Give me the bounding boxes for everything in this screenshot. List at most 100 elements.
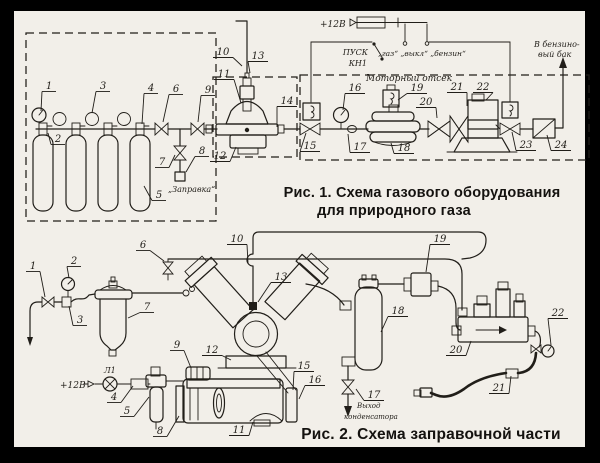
part-label: 1 bbox=[30, 261, 36, 272]
paper bbox=[14, 11, 585, 447]
part-label-leader bbox=[485, 92, 494, 101]
part-label-leader bbox=[229, 146, 237, 162]
part-label: 18 bbox=[392, 306, 405, 317]
part-label: 3 bbox=[77, 315, 83, 326]
annotation-text: вый бак bbox=[538, 50, 572, 59]
fig1-caption-line2: для природного газа bbox=[317, 203, 471, 219]
flow-arrow bbox=[499, 326, 507, 334]
part-label: 11 bbox=[218, 69, 231, 80]
annotation-text: „газ“ „выкл“ „бензин“ bbox=[378, 49, 466, 58]
part-label-leader bbox=[166, 415, 180, 437]
part-label-leader bbox=[221, 355, 232, 361]
part-label-leader bbox=[68, 305, 74, 326]
cylinder-pressure-gauge bbox=[31, 107, 47, 124]
part-label: 8 bbox=[199, 146, 205, 157]
part-label: 19 bbox=[411, 83, 424, 94]
part-label: 15 bbox=[298, 361, 311, 372]
part-label: 21 bbox=[492, 383, 506, 394]
filling-gauge-22 bbox=[541, 344, 555, 358]
part-label-leader bbox=[511, 131, 517, 151]
figure2-filling-station-schematic: Рис. 2. Схема заправочной части 12345678… bbox=[26, 231, 568, 443]
wire-to-petrol-solenoid bbox=[428, 41, 511, 103]
part-label-leader bbox=[248, 421, 254, 436]
part-label-leader bbox=[546, 134, 552, 151]
filling-unit-20 bbox=[457, 281, 536, 343]
annotation-text: ПУСК bbox=[342, 48, 369, 57]
part-label: 20 bbox=[449, 345, 463, 356]
part-label: 17 bbox=[354, 142, 367, 153]
part-label: 12 bbox=[214, 151, 227, 162]
shutoff-valve-6 bbox=[154, 121, 169, 137]
electric-circuit bbox=[310, 16, 511, 103]
part-label-leader bbox=[197, 95, 202, 123]
part-label: 22 bbox=[551, 308, 565, 319]
part-label-leader bbox=[465, 340, 472, 356]
carburetor-engine-21-22 bbox=[446, 93, 518, 153]
part-label-leader bbox=[547, 318, 552, 346]
dosing-solenoid-19 bbox=[382, 84, 400, 108]
annotation-text: +12В bbox=[60, 381, 86, 391]
part-label-leader bbox=[355, 388, 365, 401]
part-label: 7 bbox=[159, 157, 166, 168]
outlet-line bbox=[534, 330, 542, 348]
filter-7 bbox=[94, 276, 133, 357]
part-label: 18 bbox=[398, 143, 411, 154]
part-label: 9 bbox=[174, 340, 181, 351]
part-label: 23 bbox=[519, 140, 533, 151]
pressure-gauge-2 bbox=[60, 276, 76, 298]
part-label: 6 bbox=[140, 240, 147, 251]
part-label: 20 bbox=[419, 97, 433, 108]
part-label-leader bbox=[233, 79, 242, 104]
head-outlet-line bbox=[305, 283, 345, 306]
main-valve-9 bbox=[190, 121, 205, 137]
unit-inlet-fitting bbox=[451, 325, 462, 336]
part-label: 9 bbox=[205, 85, 212, 96]
annotation-text: В бензино- bbox=[533, 40, 580, 49]
part-label: 14 bbox=[281, 96, 294, 107]
part-label-leader bbox=[183, 350, 192, 369]
part-label: 2 bbox=[70, 256, 77, 267]
fig2-caption: Рис. 2. Схема заправочной части bbox=[301, 426, 561, 443]
part-label-leader bbox=[298, 385, 306, 400]
part-label-leader bbox=[390, 142, 395, 154]
part-label: 2 bbox=[54, 134, 61, 145]
part-label: 5 bbox=[156, 190, 162, 201]
part-label-leader bbox=[149, 250, 165, 262]
part-label-leader bbox=[397, 93, 408, 101]
part-label-leader bbox=[257, 282, 272, 303]
part-label: 13 bbox=[252, 51, 265, 62]
line-fitting-17 bbox=[347, 125, 357, 133]
wire-to-gas-solenoid bbox=[310, 41, 373, 103]
part-label-leader bbox=[47, 132, 52, 145]
intake-fitting bbox=[182, 289, 190, 297]
part-label-leader bbox=[292, 371, 295, 391]
pressure-gauge-16 bbox=[332, 106, 350, 130]
head-fitting-13 bbox=[249, 302, 257, 310]
engine-compartment-boundary bbox=[299, 74, 590, 161]
gas-inlet bbox=[27, 301, 43, 346]
part-label-leader bbox=[141, 93, 145, 125]
part-label: 15 bbox=[304, 141, 317, 152]
part-label-leader bbox=[342, 93, 346, 111]
part-label: 3 bbox=[100, 81, 106, 92]
vessel-inlet-fitting bbox=[339, 300, 352, 311]
bypass-line bbox=[162, 258, 468, 317]
filling-branch bbox=[173, 128, 187, 182]
part-label: 12 bbox=[206, 345, 219, 356]
annotation-text: +12В bbox=[320, 20, 346, 30]
part-label-leader bbox=[91, 91, 97, 114]
part-label-leader bbox=[425, 244, 431, 273]
petrol-solenoid-valve-23 bbox=[495, 101, 521, 136]
part-label: 24 bbox=[554, 140, 568, 151]
gas-solenoid-valve-15 bbox=[299, 102, 321, 136]
filling-hose-21 bbox=[413, 351, 538, 398]
part-label-leader bbox=[246, 244, 249, 264]
part-label: 6 bbox=[173, 84, 180, 95]
part-label: 8 bbox=[157, 426, 163, 437]
part-label-leader bbox=[232, 57, 243, 67]
relay-5 bbox=[145, 366, 184, 430]
